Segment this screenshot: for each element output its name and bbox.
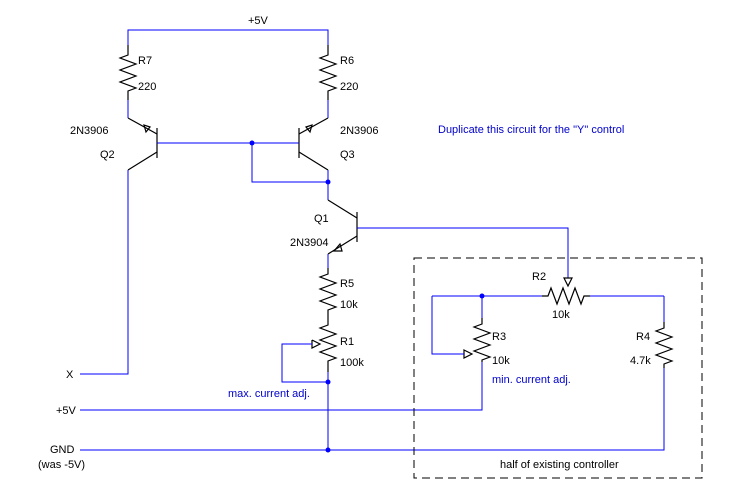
min-current-note: min. current adj. <box>492 374 571 386</box>
junction-dot <box>325 179 331 185</box>
q2-emitter-arrow <box>143 124 152 134</box>
r7-resistor <box>118 45 138 100</box>
q1-emitter-arrow <box>332 242 343 252</box>
q3-type: 2N3906 <box>340 125 379 137</box>
r5-name: R5 <box>340 278 354 290</box>
q1-base-wire <box>357 227 569 278</box>
q2-type: 2N3906 <box>70 125 109 137</box>
q1-name: Q1 <box>314 213 329 225</box>
r3-wiper <box>463 349 474 359</box>
r2-resistor <box>542 286 590 306</box>
vcc-rail-label: +5V <box>248 15 269 27</box>
vcc-terminal-label: +5V <box>56 405 77 417</box>
x-terminal-label: X <box>66 369 74 381</box>
r1-wiper-wire <box>281 343 328 383</box>
r1-resistor <box>318 318 338 372</box>
r3-value: 10k <box>492 355 510 367</box>
r6-name: R6 <box>340 55 354 67</box>
r4-value: 4.7k <box>630 355 651 367</box>
r7-value: 220 <box>138 81 156 93</box>
r2-name: R2 <box>532 271 546 283</box>
diode-link-wire <box>251 143 328 183</box>
r7-name: R7 <box>138 55 152 67</box>
q1-type: 2N3904 <box>290 237 329 249</box>
vcc-input-wire <box>80 362 483 411</box>
junction-dot <box>249 140 255 146</box>
r6-resistor <box>318 45 338 100</box>
r4-resistor <box>654 322 674 368</box>
max-current-note: max. current adj. <box>228 388 310 400</box>
gnd-wire <box>80 368 665 451</box>
r2-value: 10k <box>552 309 570 321</box>
junction-dot <box>325 447 331 453</box>
existing-controller-box <box>413 257 703 479</box>
q3-emitter <box>298 117 329 135</box>
r5-value: 10k <box>340 299 358 311</box>
existing-controller-note: half of existing controller <box>500 459 619 471</box>
vcc-rail-wire <box>127 29 329 45</box>
q3-collector <box>298 151 329 171</box>
r3-resistor <box>472 318 492 362</box>
r5-resistor <box>318 268 338 318</box>
r1-value: 100k <box>340 357 364 369</box>
r2-wiper <box>563 277 573 288</box>
q3-name: Q3 <box>340 149 355 161</box>
duplicate-circuit-note: Duplicate this circuit for the "Y" contr… <box>438 124 624 136</box>
r1-wiper <box>311 339 322 349</box>
q2-collector <box>127 151 158 171</box>
q1-collector <box>327 199 358 219</box>
gnd-note-label: (was -5V) <box>38 459 85 471</box>
q3-emitter-arrow <box>304 124 313 134</box>
junction-dot <box>325 379 331 385</box>
r6-value: 220 <box>340 81 358 93</box>
x-output-wire <box>80 170 129 375</box>
q2-emitter <box>127 117 158 135</box>
r3-wiper-wire <box>431 296 464 355</box>
q1-emitter <box>327 235 358 255</box>
gnd-terminal-label: GND <box>50 444 75 456</box>
r3-name: R3 <box>492 331 506 343</box>
q2-name: Q2 <box>100 149 115 161</box>
r4-name: R4 <box>636 331 650 343</box>
r1-name: R1 <box>340 336 354 348</box>
